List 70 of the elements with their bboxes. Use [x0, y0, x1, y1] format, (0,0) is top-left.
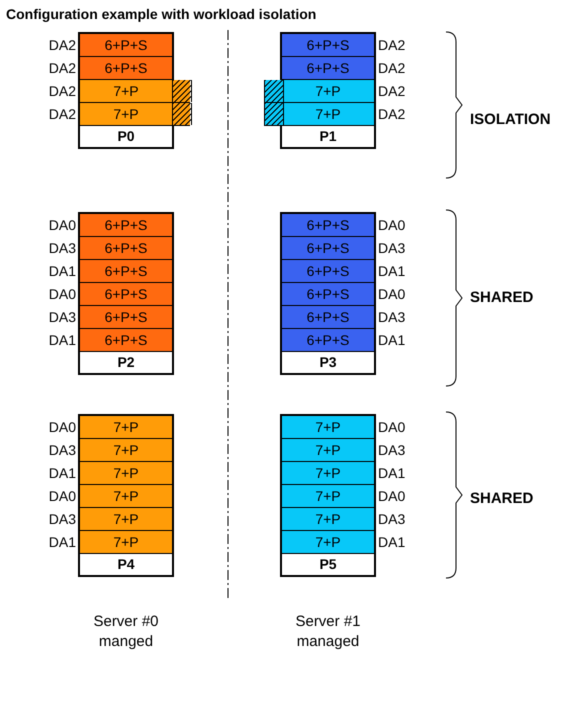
raid-label: 6+P+S: [306, 308, 350, 327]
raid-label: 6+P+S: [306, 239, 350, 258]
raid-label: 6+P+S: [104, 285, 148, 304]
raid-label: 7+P: [314, 82, 342, 101]
adapter-label: DA2: [48, 36, 76, 55]
group-label: ISOLATION: [470, 111, 551, 128]
raid-label: 6+P+S: [104, 262, 148, 281]
server-label: Server #1 managed: [294, 612, 362, 652]
adapter-label: DA1: [48, 533, 76, 552]
adapter-label: DA2: [378, 105, 406, 124]
raid-label: 6+P+S: [104, 36, 148, 55]
raid-label: 7+P: [112, 441, 140, 460]
adapter-label: DA2: [48, 82, 76, 101]
raid-label: 7+P: [314, 105, 342, 124]
raid-label: 6+P+S: [104, 239, 148, 258]
adapter-label: DA2: [378, 36, 406, 55]
raid-label: 7+P: [112, 105, 140, 124]
adapter-label: DA0: [48, 487, 76, 506]
adapter-label: DA1: [378, 533, 406, 552]
raid-label: 7+P: [314, 418, 342, 437]
group-label: SHARED: [470, 289, 534, 306]
adapter-label: DA0: [378, 285, 406, 304]
adapter-label: DA1: [48, 262, 76, 281]
raid-label: 6+P+S: [104, 331, 148, 350]
raid-label: 7+P: [314, 487, 342, 506]
adapter-label: DA3: [48, 441, 76, 460]
adapter-label: DA1: [378, 464, 406, 483]
raid-label: 7+P: [314, 510, 342, 529]
adapter-label: DA0: [48, 285, 76, 304]
group-label: SHARED: [470, 490, 534, 507]
adapter-label: DA3: [48, 308, 76, 327]
adapter-label: DA3: [378, 441, 406, 460]
raid-label: 7+P: [112, 510, 140, 529]
raid-label: 7+P: [112, 418, 140, 437]
adapter-label: DA0: [48, 418, 76, 437]
raid-label: 6+P+S: [306, 285, 350, 304]
raid-label: 6+P+S: [306, 331, 350, 350]
raid-label: 6+P+S: [104, 59, 148, 78]
raid-label: 7+P: [314, 464, 342, 483]
adapter-label: DA2: [48, 105, 76, 124]
adapter-label: DA3: [378, 510, 406, 529]
adapter-label: DA2: [378, 82, 406, 101]
raid-label: 6+P+S: [306, 262, 350, 281]
adapter-label: DA0: [378, 216, 406, 235]
adapter-label: DA1: [48, 464, 76, 483]
raid-label: 6+P+S: [104, 308, 148, 327]
adapter-label: DA2: [378, 59, 406, 78]
adapter-label: DA1: [48, 331, 76, 350]
raid-label: 7+P: [112, 82, 140, 101]
adapter-label: DA0: [378, 418, 406, 437]
diagram-title: Configuration example with workload isolation: [6, 6, 316, 22]
raid-label: 6+P+S: [306, 59, 350, 78]
adapter-label: DA3: [48, 510, 76, 529]
adapter-label: DA3: [48, 239, 76, 258]
adapter-label: DA2: [48, 59, 76, 78]
raid-label: 7+P: [314, 533, 342, 552]
raid-label: 7+P: [112, 464, 140, 483]
server-label: Server #0 manged: [92, 612, 160, 652]
raid-label: 7+P: [314, 441, 342, 460]
adapter-label: DA0: [378, 487, 406, 506]
adapter-label: DA0: [48, 216, 76, 235]
adapter-label: DA3: [378, 239, 406, 258]
adapter-label: DA3: [378, 308, 406, 327]
adapter-label: DA1: [378, 262, 406, 281]
raid-label: 6+P+S: [306, 36, 350, 55]
raid-label: 7+P: [112, 533, 140, 552]
adapter-label: DA1: [378, 331, 406, 350]
raid-label: 6+P+S: [104, 216, 148, 235]
raid-label: 7+P: [112, 487, 140, 506]
raid-label: 6+P+S: [306, 216, 350, 235]
